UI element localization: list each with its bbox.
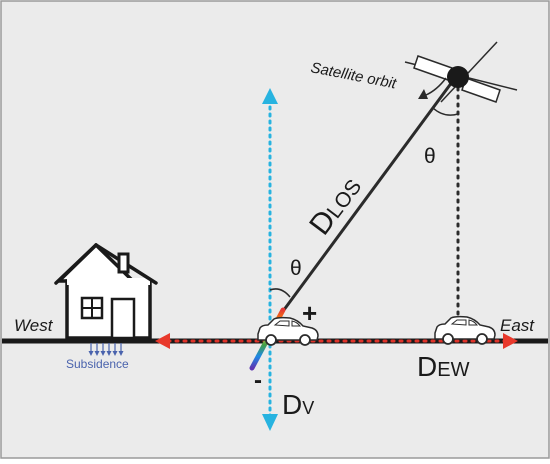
vertical-displacement-arrow bbox=[262, 88, 278, 431]
house-icon bbox=[54, 243, 158, 340]
angle-arc-top bbox=[432, 107, 459, 116]
angle-arc-bottom bbox=[269, 288, 291, 298]
subsidence-arrow-head bbox=[100, 351, 106, 356]
line-of-sight bbox=[273, 77, 457, 323]
satellite-icon bbox=[404, 41, 518, 103]
d-ew-label: DEW bbox=[417, 351, 470, 382]
theta-bottom-label: θ bbox=[290, 257, 302, 280]
subsidence-arrow-head bbox=[88, 351, 94, 356]
car-icon bbox=[257, 316, 319, 346]
d-v-label: DV bbox=[282, 389, 314, 420]
d-ew-subscript: EW bbox=[437, 359, 469, 381]
minus-sign: - bbox=[254, 367, 262, 394]
subsidence-arrow-head bbox=[112, 351, 118, 356]
down-arrows-icon bbox=[88, 343, 124, 356]
d-v-subscript: V bbox=[302, 398, 314, 418]
theta-top-label: θ bbox=[424, 145, 436, 168]
plus-sign: + bbox=[302, 298, 317, 328]
subsidence-label: Subsidence bbox=[66, 357, 129, 371]
subsidence-arrow-head bbox=[94, 351, 100, 356]
east-label: East bbox=[500, 316, 535, 335]
car-icon bbox=[434, 315, 496, 345]
subsidence-arrow-head bbox=[118, 351, 124, 356]
d-v-main: D bbox=[282, 389, 302, 420]
d-ew-main: D bbox=[417, 351, 437, 382]
curved-arrow-icon bbox=[418, 77, 447, 99]
west-label: West bbox=[14, 316, 54, 335]
subsidence-arrow-head bbox=[106, 351, 112, 356]
